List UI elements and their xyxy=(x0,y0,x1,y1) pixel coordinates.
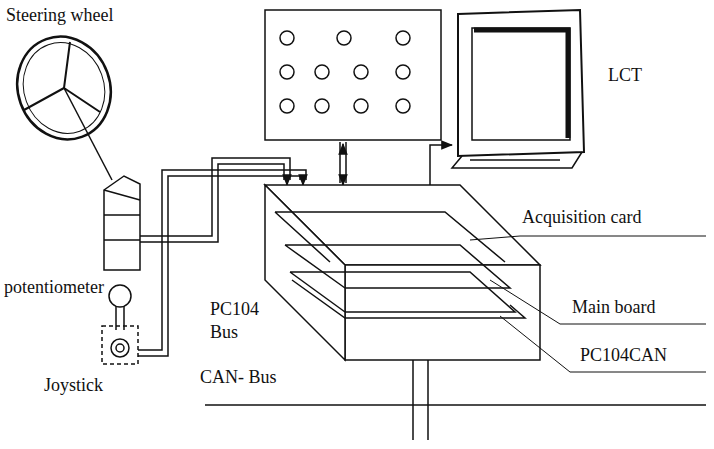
part-label: Acquisition card xyxy=(522,206,641,229)
monitor-screen-frame xyxy=(474,30,568,138)
pc104can-card-edge xyxy=(292,280,525,318)
panel-buttons xyxy=(280,31,410,113)
panel-arrow-up xyxy=(342,144,344,150)
button-panel xyxy=(265,10,441,140)
part-label: Steering wheel xyxy=(6,4,113,27)
part-label: Joystick xyxy=(44,374,103,397)
joystick-base xyxy=(102,326,138,364)
part-label: PC104 Bus xyxy=(210,298,274,345)
part-label: CAN- Bus xyxy=(200,366,277,389)
steering-shaft xyxy=(64,88,112,180)
joystick-pivot-inner xyxy=(116,344,124,352)
main-board xyxy=(285,245,510,288)
display-wire xyxy=(430,145,452,185)
part-label: LCT xyxy=(608,64,642,87)
joystick-knob xyxy=(109,285,131,307)
leader-line xyxy=(470,236,706,240)
pc104can-card xyxy=(290,272,515,312)
monitor-screen xyxy=(472,28,570,140)
potentiometer-body xyxy=(104,176,140,270)
leader-line xyxy=(500,316,706,372)
potentiometer-sections xyxy=(104,190,140,240)
can-bus-line xyxy=(205,404,706,406)
wire-arrow xyxy=(286,176,288,185)
part-label: Main board xyxy=(572,296,655,319)
panel-arrow-down xyxy=(342,176,344,185)
monitor-case xyxy=(458,10,584,156)
can-bus-drop xyxy=(413,360,428,440)
leader-line xyxy=(490,280,706,324)
steering-wheel-spokes xyxy=(24,42,100,112)
part-label: potentiometer xyxy=(4,276,104,299)
joystick-pivot xyxy=(111,339,129,357)
part-label: PC104CAN xyxy=(580,344,667,367)
wire-arrow xyxy=(302,176,304,185)
monitor-base xyxy=(452,152,582,168)
